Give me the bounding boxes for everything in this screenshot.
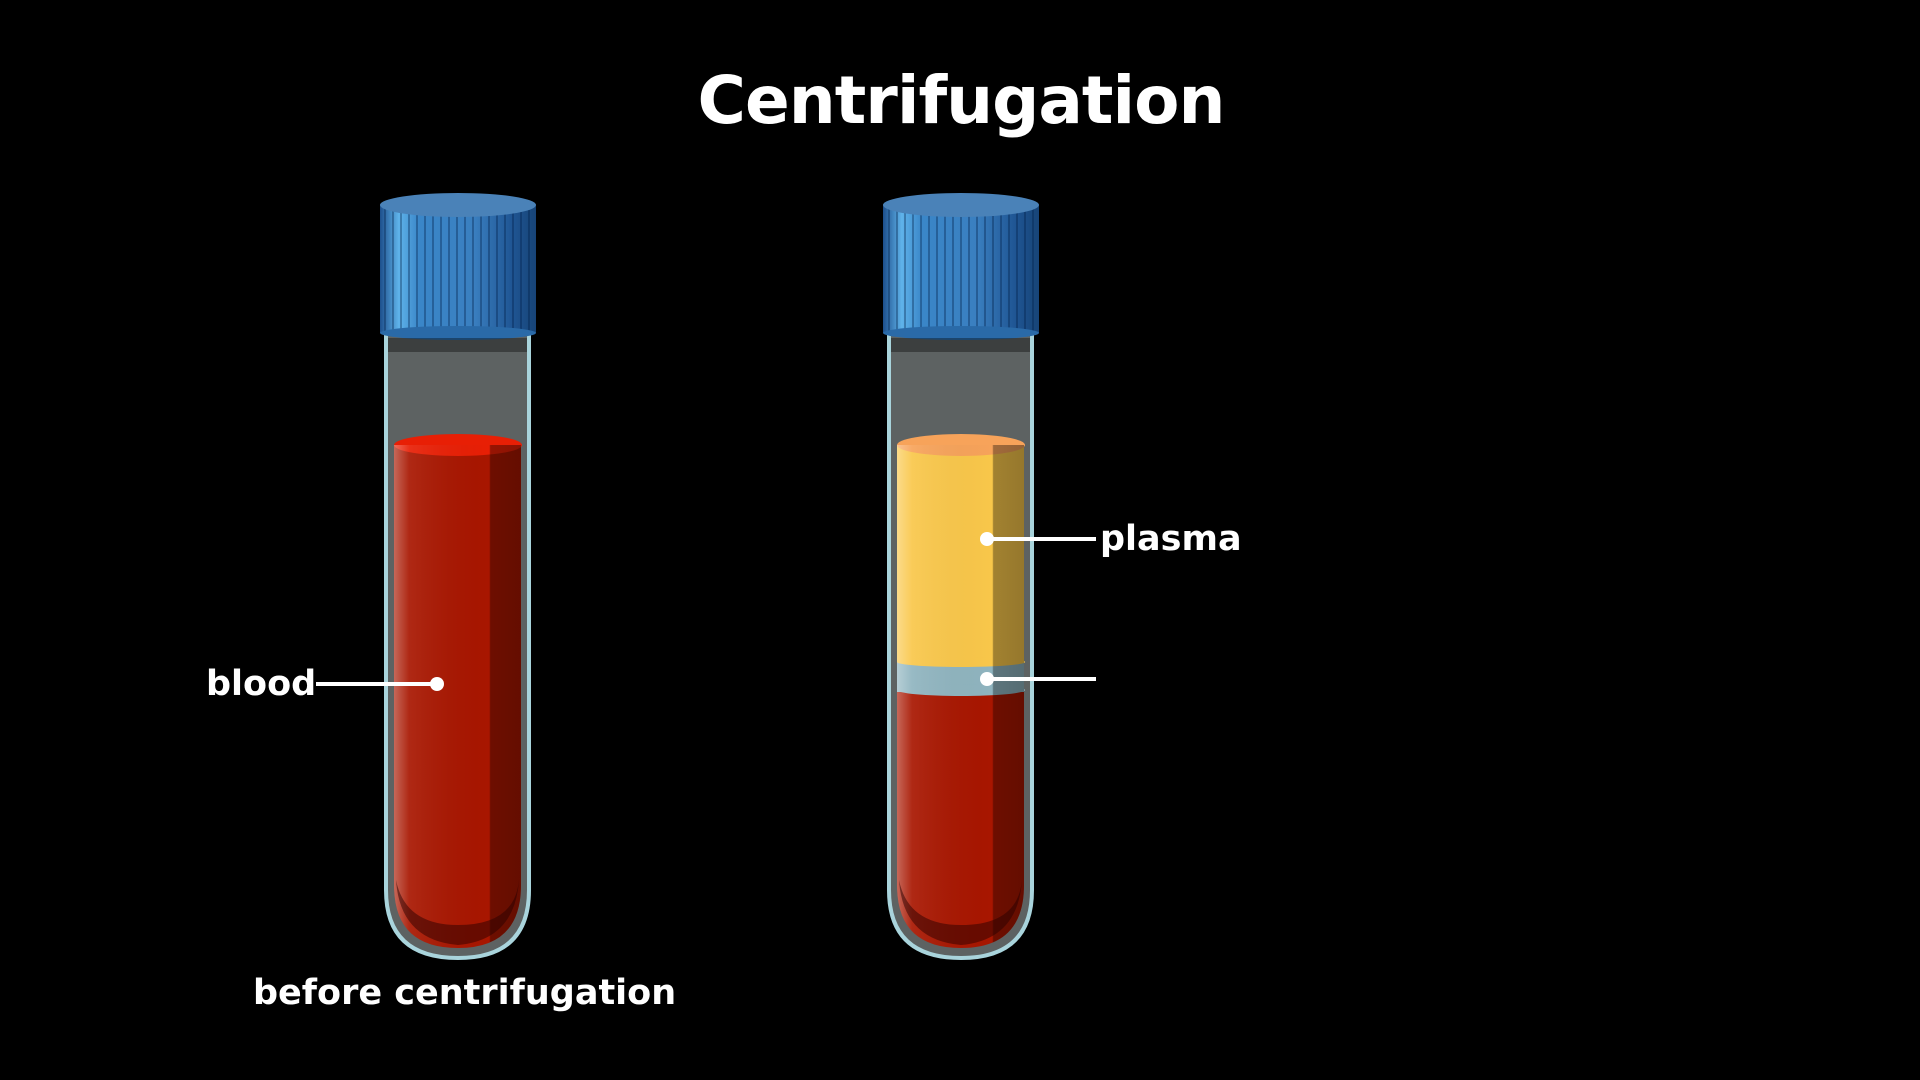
page-title: Centrifugation bbox=[697, 62, 1226, 139]
buffy-coat-pointer bbox=[980, 672, 1096, 686]
blood-label: blood bbox=[206, 664, 317, 704]
plasma-label: plasma bbox=[1100, 519, 1242, 559]
test-tube-after bbox=[883, 193, 1039, 961]
cap-icon bbox=[883, 193, 1039, 340]
cap-icon bbox=[380, 193, 536, 340]
before-centrifugation-label: before centrifugation bbox=[253, 973, 677, 1013]
test-tube-before bbox=[380, 193, 536, 961]
plasma-pointer bbox=[980, 532, 1096, 546]
blood-pointer bbox=[316, 677, 444, 691]
